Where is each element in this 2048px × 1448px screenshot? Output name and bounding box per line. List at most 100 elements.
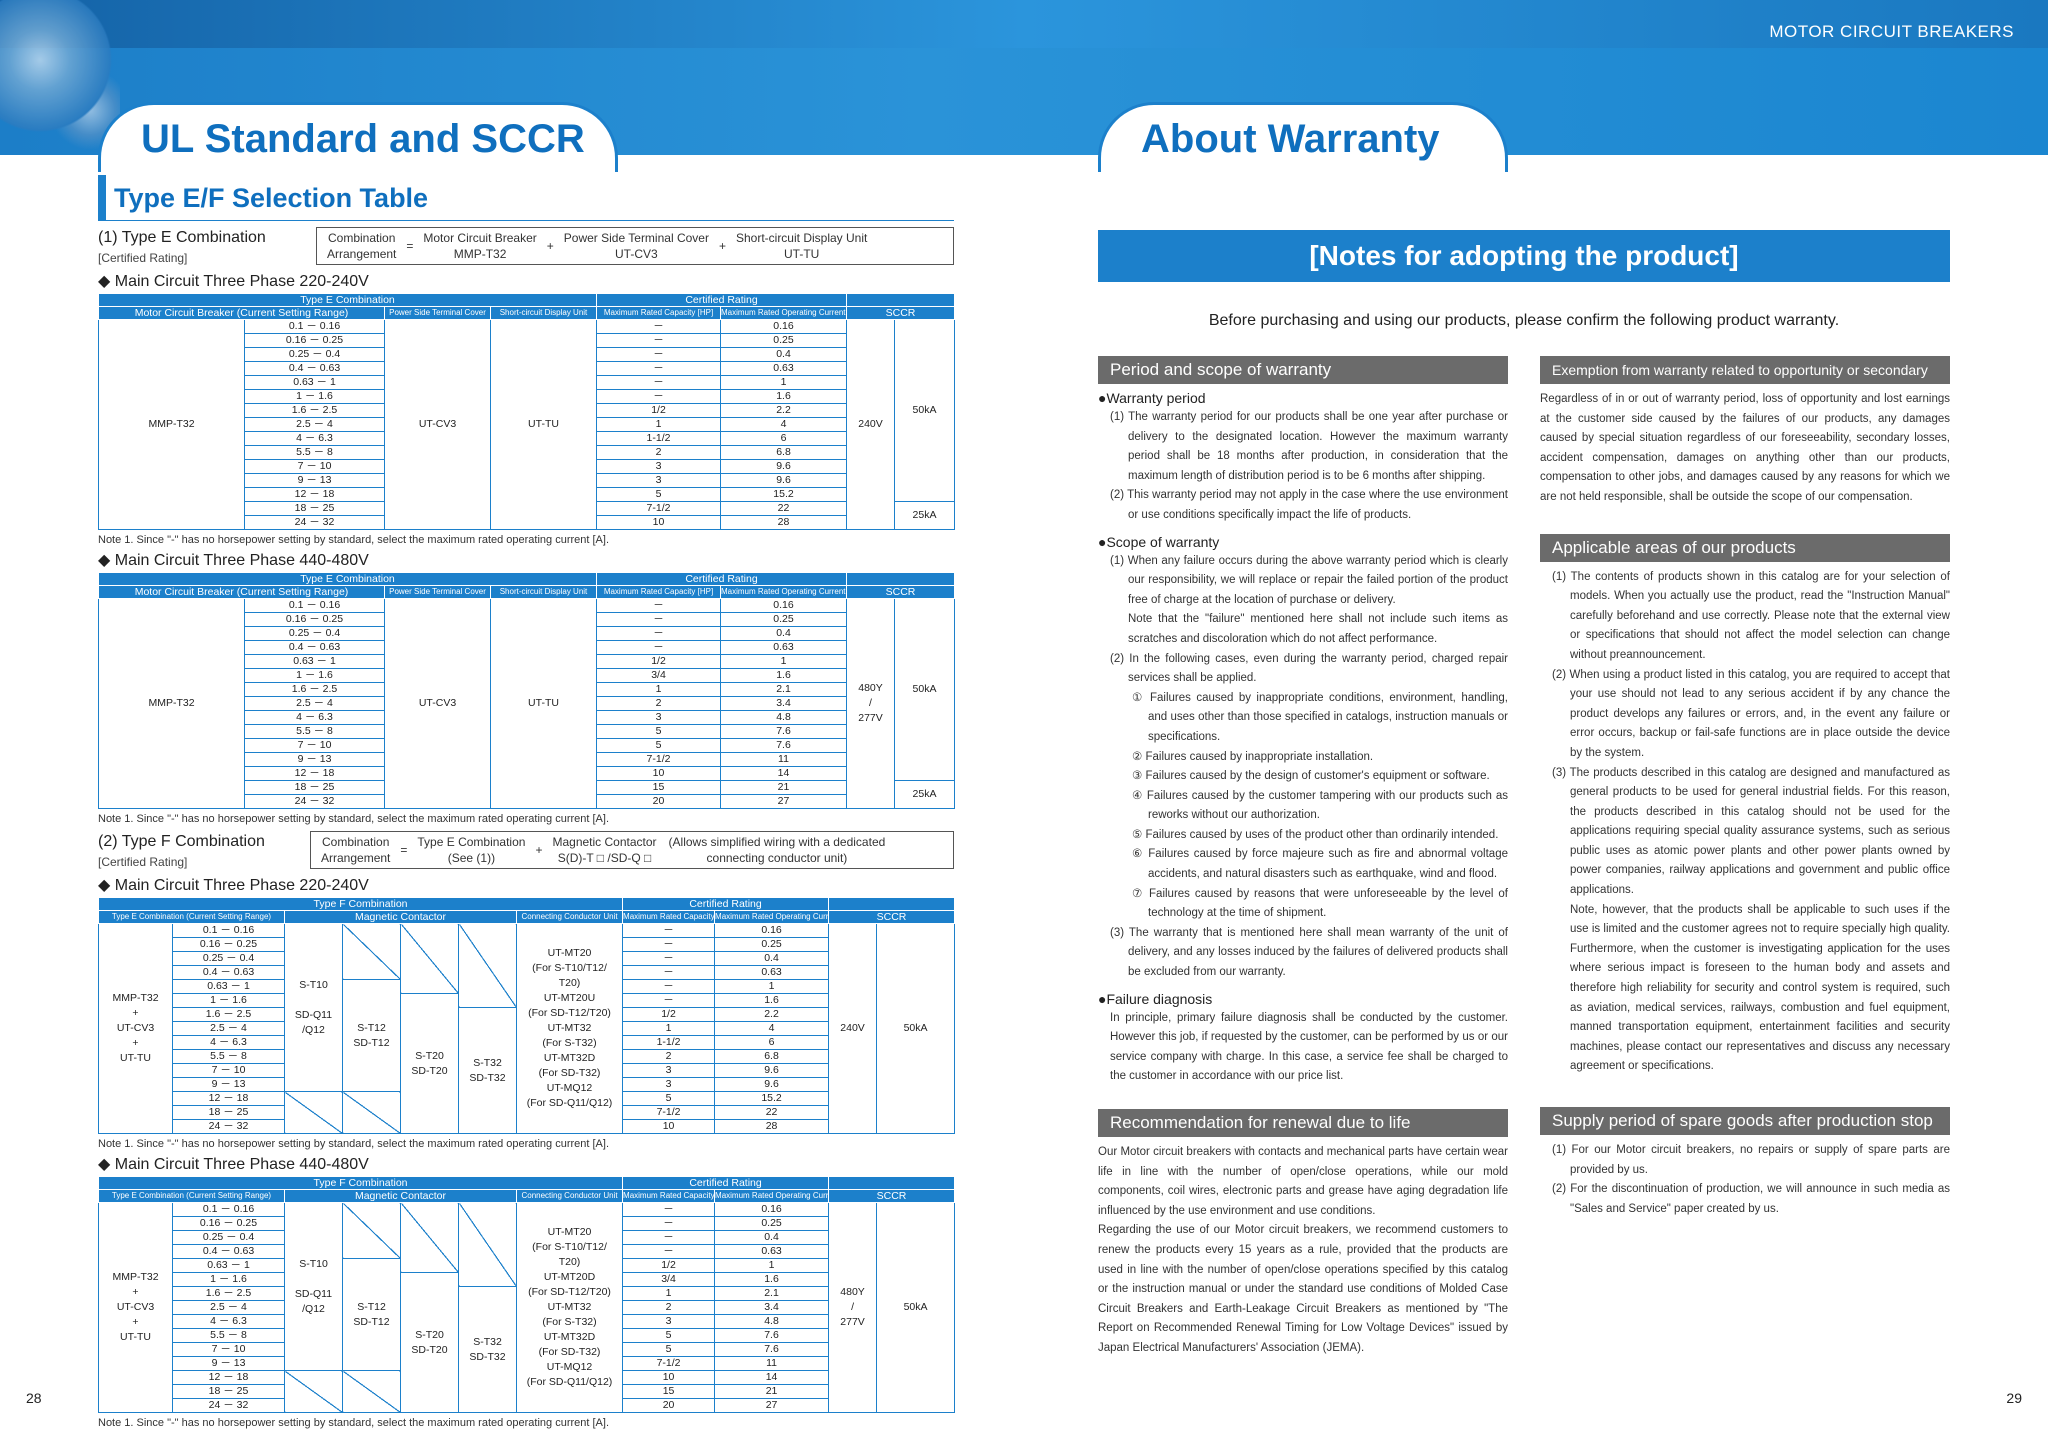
current-cell: 9.6 xyxy=(720,473,847,488)
right-page-title: About Warranty xyxy=(1141,117,1440,161)
applicable-areas-title: Applicable areas of our products xyxy=(1540,533,1950,562)
current-cell: 0.63 xyxy=(714,1244,830,1259)
hp-cell: 10 xyxy=(596,515,721,530)
current-range-cell: 1 － 1.6 xyxy=(172,993,285,1008)
table-header-cell: Power Side Terminal Cover xyxy=(384,306,491,320)
current-range-cell: 0.63 － 1 xyxy=(172,979,285,994)
current-range-cell: 2.5 － 4 xyxy=(244,417,385,432)
cover-cell: UT-CV3 xyxy=(384,598,491,809)
hp-cell: 1 xyxy=(596,417,721,432)
exemption-text: Regardless of in or out of warranty peri… xyxy=(1540,393,1950,503)
failure-diagnosis-heading: ●Failure diagnosis xyxy=(1098,990,1213,1007)
type-f-heading: (2) Type F Combination xyxy=(98,833,265,850)
table-header-cell xyxy=(846,293,955,307)
current-cell: 0.4 xyxy=(720,626,847,641)
empty-diagonal-cell xyxy=(400,923,459,994)
sccr-cell: 50kA xyxy=(894,598,955,781)
table-header-cell: SCCR xyxy=(846,306,955,320)
hp-cell: 3 xyxy=(622,1314,716,1329)
current-cell: 7.6 xyxy=(714,1328,830,1343)
current-range-cell: 18 － 25 xyxy=(244,501,385,516)
current-cell: 7.6 xyxy=(720,738,847,753)
hp-cell: 20 xyxy=(596,794,721,809)
table-header-cell: Maximum Rated Operating Current [A] xyxy=(720,585,847,599)
type-e-phase-240: ◆ Main Circuit Three Phase 220-240V xyxy=(98,273,369,290)
hp-cell: 5 xyxy=(596,487,721,502)
current-cell: 0.25 xyxy=(714,1216,830,1231)
hp-cell: 7-1/2 xyxy=(622,1105,716,1120)
current-range-cell: 18 － 25 xyxy=(244,780,385,795)
current-cell: 4 xyxy=(720,417,847,432)
current-range-cell: 12 － 18 xyxy=(172,1370,285,1385)
current-range-cell: 0.63 － 1 xyxy=(244,654,385,669)
table-header-cell: Type E Combination (Current Setting Rang… xyxy=(98,910,285,924)
scope-heading: ●Scope of warranty xyxy=(1098,533,1220,550)
hp-cell: 1 xyxy=(622,1021,716,1036)
hp-cell: － xyxy=(622,993,716,1008)
current-cell: 9.6 xyxy=(714,1063,830,1078)
formula-type-e: Type E Combination(See (1)) xyxy=(417,835,526,865)
type-f-certified: [Certified Rating] xyxy=(98,855,188,869)
current-cell: 4 xyxy=(714,1021,830,1036)
current-range-cell: 9 － 13 xyxy=(244,473,385,488)
combination-cell: MMP-T32+UT-CV3+UT-TU xyxy=(98,923,173,1134)
current-range-cell: 5.5 － 8 xyxy=(244,724,385,739)
connector-cell: UT-MT20(For S-T10/T12/T20)UT-MT20D(For S… xyxy=(515,1202,624,1413)
current-range-cell: 12 － 18 xyxy=(244,766,385,781)
scope-case-5: ⑤ Failures caused by uses of the product… xyxy=(1132,828,1499,841)
current-cell: 22 xyxy=(714,1105,830,1120)
current-range-cell: 5.5 － 8 xyxy=(172,1328,285,1343)
table-header-cell: Certified Rating xyxy=(596,572,847,586)
hp-cell: 3 xyxy=(596,459,721,474)
renewal-text-2: Regarding the use of our Motor circuit b… xyxy=(1098,1224,1508,1354)
table-header-cell: Type E Combination xyxy=(98,572,597,586)
supply-period-2: (2) For the discontinuation of productio… xyxy=(1552,1183,1950,1215)
current-range-cell: 9 － 13 xyxy=(172,1077,285,1092)
left-page-title: UL Standard and SCCR xyxy=(141,117,585,161)
current-range-cell: 0.63 － 1 xyxy=(172,1258,285,1273)
current-cell: 3.4 xyxy=(720,696,847,711)
table-header-cell: SCCR xyxy=(828,910,956,924)
current-range-cell: 12 － 18 xyxy=(244,487,385,502)
model-cell: MMP-T32 xyxy=(98,598,245,809)
hp-cell: 7-1/2 xyxy=(622,1356,716,1371)
hp-cell: 2 xyxy=(622,1049,716,1064)
hp-cell: 3 xyxy=(596,473,721,488)
table-header-cell: SCCR xyxy=(828,1189,956,1203)
current-cell: 28 xyxy=(714,1119,830,1134)
hp-cell: 3 xyxy=(622,1077,716,1092)
voltage-cell: 480Y/277V xyxy=(846,598,895,809)
type-f-phase-240: ◆ Main Circuit Three Phase 220-240V xyxy=(98,877,369,894)
formula-plus: + xyxy=(718,239,726,253)
current-cell: 1 xyxy=(714,979,830,994)
current-cell: 0.4 xyxy=(714,1230,830,1245)
current-range-cell: 7 － 10 xyxy=(172,1342,285,1357)
failure-diagnosis-text: In principle, primary failure diagnosis … xyxy=(1110,1011,1508,1083)
hp-cell: 1 xyxy=(622,1286,716,1301)
hp-cell: － xyxy=(622,937,716,952)
sccr-cell: 50kA xyxy=(894,319,955,502)
current-cell: 1 xyxy=(720,654,847,669)
current-range-cell: 4 － 6.3 xyxy=(244,710,385,725)
right-column-left: Period and scope of warranty ●Warranty p… xyxy=(1098,356,1508,1359)
hp-cell: － xyxy=(622,1202,716,1217)
hp-cell: 2 xyxy=(596,445,721,460)
current-cell: 22 xyxy=(720,501,847,516)
table-header-cell: Maximum Rated Operating Current [A] xyxy=(720,306,847,320)
model-cell: MMP-T32 xyxy=(98,319,245,530)
current-range-cell: 7 － 10 xyxy=(244,738,385,753)
empty-diagonal-cell xyxy=(284,1370,343,1413)
current-cell: 6 xyxy=(720,431,847,446)
hp-cell: － xyxy=(622,1216,716,1231)
section-title: Type E/F Selection Table xyxy=(98,175,954,221)
sccr-cell: 50kA xyxy=(876,923,956,1134)
current-range-cell: 0.4 － 0.63 xyxy=(244,361,385,376)
current-range-cell: 0.25 － 0.4 xyxy=(172,1230,285,1245)
hp-cell: 1/2 xyxy=(622,1007,716,1022)
